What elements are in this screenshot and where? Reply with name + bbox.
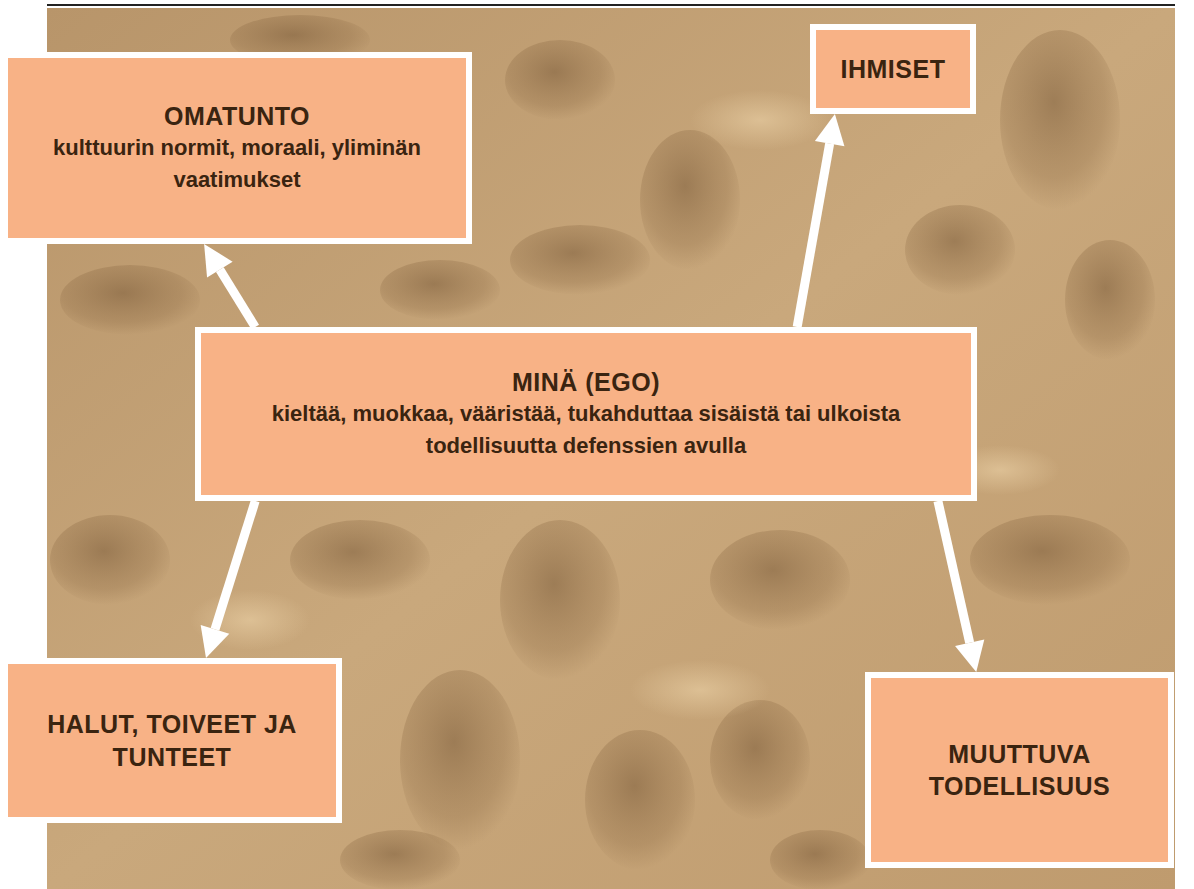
arrow-connector (204, 244, 255, 327)
arrow-shaft (220, 270, 255, 327)
people-box: IHMISET (810, 24, 976, 114)
box-heading: MINÄ (EGO) (512, 366, 660, 399)
desires-box: HALUT, TOIVEET JA TUNTEET (2, 658, 342, 823)
reality-box: MUUTTUVA TODELLISUUS (865, 672, 1174, 868)
arrow-connector (938, 501, 984, 672)
box-heading: OMATUNTO (164, 100, 310, 133)
arrow-head (955, 639, 984, 672)
conscience-box: OMATUNTOkulttuurin normit, moraali, ylim… (2, 52, 472, 244)
box-heading: MUUTTUVA TODELLISUUS (887, 738, 1152, 803)
box-heading: IHMISET (841, 53, 946, 86)
arrow-head (815, 114, 845, 146)
arrow-shaft (215, 501, 255, 629)
arrow-head (204, 244, 233, 277)
arrow-shaft (797, 144, 830, 327)
arrow-connector (797, 114, 844, 327)
box-heading: HALUT, TOIVEET JA TUNTEET (24, 708, 320, 773)
ego-box: MINÄ (EGO)kieltää, muokkaa, vääristää, t… (195, 327, 977, 501)
arrow-head (201, 625, 230, 658)
arrow-shaft (938, 501, 970, 643)
arrow-connector (201, 501, 256, 658)
box-body: kulttuurin normit, moraali, yliminän vaa… (24, 132, 450, 196)
box-body: kieltää, muokkaa, vääristää, tukahduttaa… (217, 398, 955, 462)
